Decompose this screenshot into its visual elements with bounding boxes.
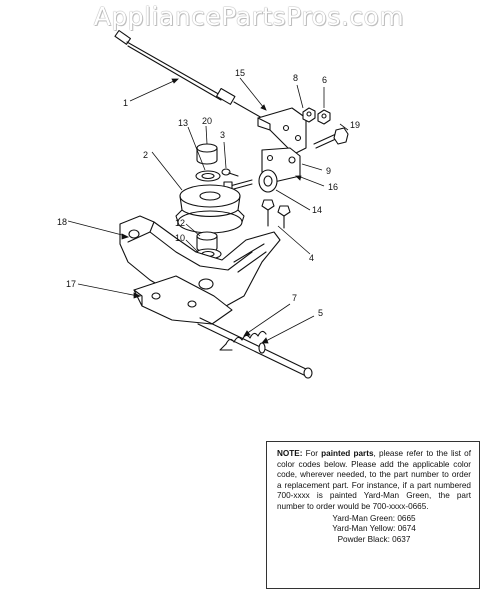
callout-8: 8 (293, 73, 298, 83)
callout-13: 13 (178, 118, 188, 128)
callout-10: 10 (175, 233, 185, 243)
callout-20: 20 (202, 116, 212, 126)
hex-bolt (313, 127, 349, 149)
washer (195, 170, 221, 182)
note-label: NOTE: (277, 449, 303, 458)
leader-lines (67, 77, 349, 344)
callout-9: 9 (326, 166, 331, 176)
shoulder-bolts (261, 199, 291, 229)
control-cable (114, 29, 263, 119)
pin (221, 168, 239, 177)
callout-16: 16 (328, 182, 338, 192)
callout-7: 7 (292, 293, 297, 303)
watermark-logo: AppliancePartsPros.com (93, 2, 405, 31)
painted-parts-note: NOTE: For painted parts, please refer to… (266, 441, 480, 589)
callout-12: 12 (175, 218, 185, 228)
shaft (197, 317, 313, 379)
callout-2: 2 (143, 150, 148, 160)
lower-plate (133, 275, 233, 325)
callout-17: 17 (66, 279, 76, 289)
note-text: NOTE: For painted parts, please refer to… (277, 449, 471, 513)
lock-nuts (302, 107, 331, 125)
callout-5: 5 (318, 308, 323, 318)
color-code-list: Yard-Man Green: 0665 Yard-Man Yellow: 06… (277, 514, 471, 546)
color-code-item: Powder Black: 0637 (337, 534, 411, 544)
note-body: , please refer to the list of color code… (277, 449, 471, 511)
lower-bushing (196, 231, 218, 253)
callout-19: 19 (350, 120, 360, 130)
callout-14: 14 (312, 205, 322, 215)
main-pulley (175, 184, 245, 234)
callout-1: 1 (123, 98, 128, 108)
note-emphasis: painted parts (321, 449, 374, 458)
callout-4: 4 (309, 253, 314, 263)
callout-15: 15 (235, 68, 245, 78)
callout-6: 6 (322, 75, 327, 85)
color-code-item: Yard-Man Yellow: 0674 (332, 524, 416, 534)
note-lead: For (302, 449, 322, 458)
callout-3: 3 (220, 130, 225, 140)
idler-bracket (257, 107, 307, 155)
callout-18: 18 (57, 217, 67, 227)
parts-exploded-diagram: 1 2 3 4 5 6 7 8 9 10 12 13 14 15 16 17 1… (57, 29, 360, 379)
bushing (196, 143, 218, 165)
color-code-item: Yard-Man Green: 0665 (332, 513, 416, 523)
